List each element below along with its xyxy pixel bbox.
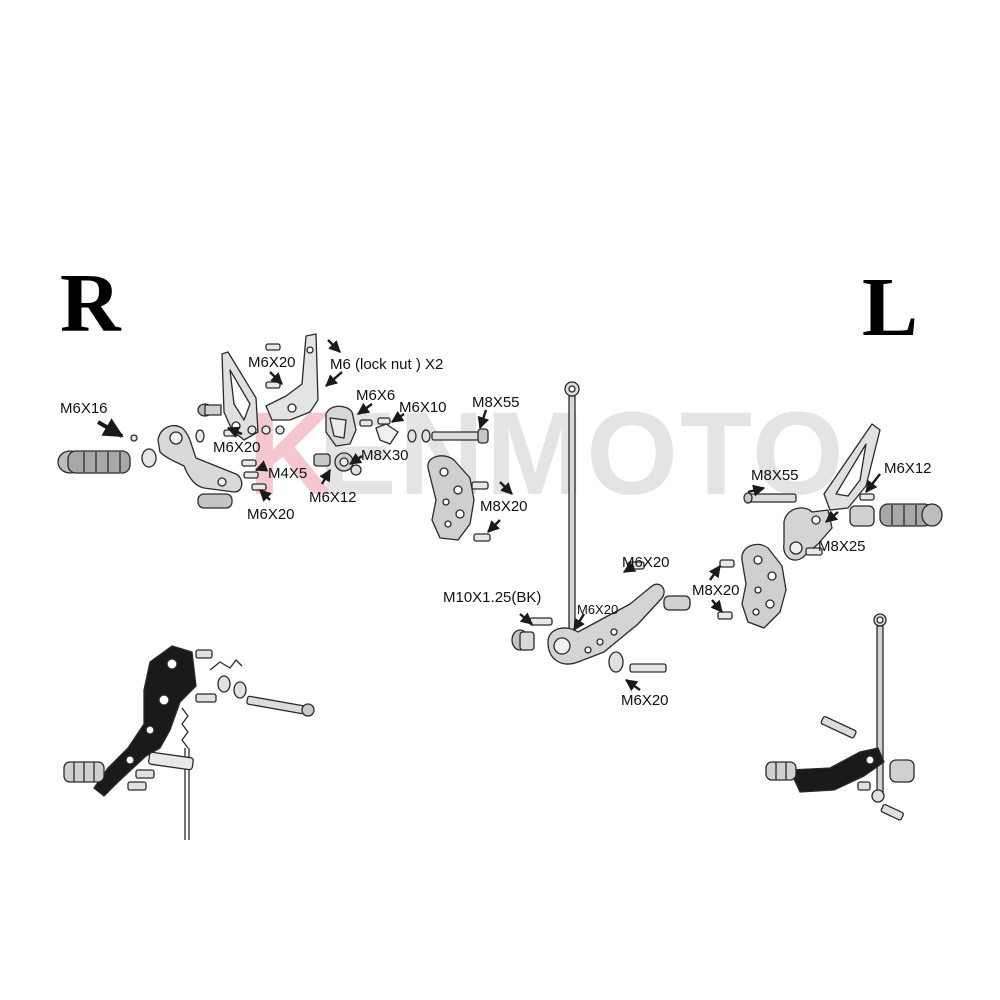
shift-lever xyxy=(547,583,665,665)
part-label-m6x20: M6X20 xyxy=(622,554,670,571)
m8x55-bolt-right xyxy=(431,431,483,441)
left-side-label: L xyxy=(862,261,919,354)
washer xyxy=(141,448,157,468)
part-label-m6x12: M6X12 xyxy=(309,489,357,506)
part-label-m4x5: M4X5 xyxy=(268,465,308,482)
part-label-m6x20: M6X20 xyxy=(577,602,619,617)
shift-rod xyxy=(564,381,580,635)
part-label-m6x20: M6X20 xyxy=(248,354,296,371)
part-label-m8x55: M8X55 xyxy=(751,467,799,484)
part-label-m6x16: M6X16 xyxy=(60,400,108,417)
left-rearset-plate xyxy=(741,543,787,629)
part-label-m8x20: M8X20 xyxy=(480,498,528,515)
leader-arrows xyxy=(96,339,881,692)
part-label-m6x20: M6X20 xyxy=(621,692,669,709)
part-label-m10x125: M10X1.25(BK) xyxy=(443,589,542,606)
part-label-m6x20: M6X20 xyxy=(247,506,295,523)
right-rearset-plate xyxy=(427,455,475,541)
part-label-m6-locknut: M6 (lock nut ) X2 xyxy=(330,356,444,373)
part-label-m8x55: M8X55 xyxy=(472,394,520,411)
part-label-m8x25: M8X25 xyxy=(818,538,866,555)
part-label-m6x20: M6X20 xyxy=(213,439,261,456)
part-label-m8x30: M8X30 xyxy=(361,447,409,464)
part-label-m6x10: M6X10 xyxy=(399,399,447,416)
left-assembled-view xyxy=(765,613,915,821)
part-label-m6x12: M6X12 xyxy=(884,460,932,477)
right-side-label: R xyxy=(60,257,121,350)
part-label-m8x20: M8X20 xyxy=(692,582,740,599)
right-main-bracket xyxy=(265,333,319,421)
right-footpeg xyxy=(57,450,131,474)
right-assembled-view xyxy=(63,645,315,840)
left-footpeg xyxy=(879,503,943,527)
part-label-m6x6: M6X6 xyxy=(356,387,396,404)
